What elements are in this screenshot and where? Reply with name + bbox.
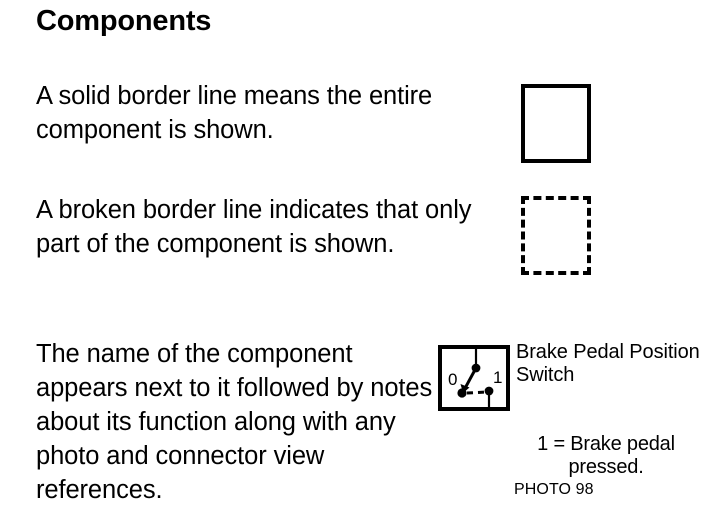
switch-position-label-1: 1 xyxy=(493,368,502,387)
paragraph-broken-border: A broken border line indicates that only… xyxy=(36,196,472,258)
paragraph-component-name: The name of the component appears next t… xyxy=(36,340,433,504)
component-name-callout: Brake Pedal Position Switch xyxy=(516,341,700,386)
paragraph-solid-border: A solid border line means the entire com… xyxy=(36,82,433,144)
photo-reference-label: PHOTO 98 xyxy=(514,481,594,498)
component-function-note: 1 = Brake pedal pressed. xyxy=(537,433,675,478)
switch-symbol-border xyxy=(438,345,510,411)
solid-border-rectangle-icon xyxy=(521,84,591,163)
broken-border-rectangle-icon xyxy=(521,196,591,275)
page-title: Components xyxy=(36,5,212,37)
switch-dashed-link xyxy=(466,390,488,395)
switch-pivot-dot xyxy=(457,388,467,398)
brake-pedal-position-switch-symbol: 0 1 xyxy=(448,345,502,407)
switch-position-label-0: 0 xyxy=(448,370,457,389)
